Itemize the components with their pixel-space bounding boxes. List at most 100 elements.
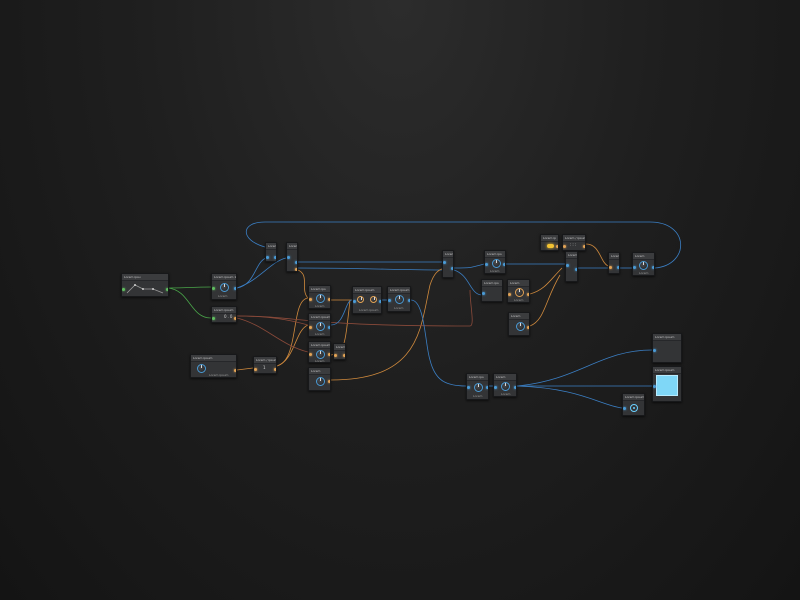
indicator-node[interactable]: Lorem ip [540,234,559,251]
output-port[interactable] [408,299,410,302]
input-port[interactable] [388,299,391,302]
node-title: Lorem [287,243,297,250]
output-port[interactable] [652,266,654,269]
filter-node-3[interactable]: Lorem ipsum Lorem [308,341,331,363]
sum-node[interactable]: Lorem [442,250,454,278]
lfo-node[interactable]: Lorem ipsum Lorem ipsum [190,354,237,378]
output-port[interactable] [328,326,330,329]
input-port[interactable] [309,326,312,329]
probe-node[interactable]: Lorem ipsum [622,393,645,416]
input-port[interactable] [254,368,257,371]
pan-knob[interactable] [516,322,525,331]
output-port[interactable] [343,354,345,357]
volume-knob[interactable] [639,261,648,270]
input-port[interactable] [212,317,215,320]
envelope-graph[interactable] [125,282,165,295]
merge-node[interactable]: Lorem [565,251,578,282]
output-port[interactable] [274,256,276,259]
filter-node-4[interactable]: Lorem [308,367,331,391]
output-port[interactable] [328,353,330,356]
input-port[interactable] [623,407,626,410]
gain-node-small[interactable]: Lorem [333,343,346,360]
limiter-node[interactable]: Lorem Lorem [493,373,517,397]
output-port[interactable] [617,266,619,269]
input-port[interactable] [309,353,312,356]
trigger-node[interactable]: Lorem / ipsum ::: [562,234,586,251]
input-port[interactable] [266,256,269,259]
output-port[interactable] [527,326,529,329]
output-port[interactable] [234,317,236,320]
filter-knob[interactable] [395,295,404,304]
output-port[interactable] [379,300,381,303]
output-port[interactable] [486,386,488,389]
output-port[interactable] [274,368,276,371]
filter-node-main[interactable]: Lorem ipsum Lorem [387,286,411,312]
mixer-node-a[interactable]: Lorem [265,242,277,262]
input-port[interactable] [563,245,566,248]
output-port[interactable] [583,245,585,248]
output-port[interactable] [556,245,558,248]
input-port[interactable] [566,264,569,267]
ceiling-knob[interactable] [501,382,510,391]
depth-knob[interactable] [515,288,524,297]
output-node[interactable]: Lorem Lorem [632,252,655,276]
input-port[interactable] [287,256,290,259]
output-port[interactable] [451,267,453,270]
oscillator-node-secondary[interactable]: Lorem ipsum 0.0 [211,306,237,323]
drive-knob[interactable] [316,350,325,359]
amp-node[interactable]: Lorem [608,252,620,274]
input-port[interactable] [334,354,337,357]
input-port[interactable] [508,293,511,296]
input-port[interactable] [653,349,656,352]
wire-or-10 [585,243,609,267]
delay-node[interactable]: Lorem ips Lorem [484,250,506,274]
rate-knob[interactable] [197,364,206,373]
filter-node-2[interactable]: Lorem ipsum Lorem [308,313,331,337]
level-knob[interactable] [316,377,325,386]
input-port[interactable] [653,385,656,388]
input-port[interactable] [485,263,488,266]
cutoff-knob[interactable] [316,294,325,303]
filter-node-1[interactable]: Lorem ips Lorem [308,285,331,309]
input-port[interactable] [482,292,485,295]
output-port[interactable] [514,386,516,389]
output-port[interactable] [328,380,330,383]
chorus-node[interactable]: Lorem Lorem [507,279,530,303]
input-port[interactable] [494,386,497,389]
threshold-knob[interactable] [474,383,483,392]
output-port[interactable] [575,268,577,271]
right-knob[interactable] [370,296,377,303]
node-title: Lorem ipsum [191,355,236,362]
output-port[interactable] [328,298,330,301]
mixer-node-b[interactable]: Lorem [286,242,298,272]
compressor-node[interactable]: Lorem ips Lorem [466,373,489,400]
input-port[interactable] [212,287,215,290]
input-port[interactable] [309,298,312,301]
reverb-node[interactable]: Lorem ips [481,279,503,302]
output-port[interactable] [234,369,236,372]
output-port[interactable] [503,263,505,266]
input-port[interactable] [467,386,470,389]
input-port[interactable] [633,266,636,269]
input-port[interactable] [122,288,125,291]
output-port[interactable] [234,287,236,290]
envelope-node[interactable]: Lorem ipsu [121,273,169,297]
splitter-node[interactable]: Lorem / ipsum 1 [253,356,277,374]
left-knob[interactable] [357,296,364,303]
scope-node[interactable]: Lorem ipsum [652,333,682,363]
frequency-knob[interactable] [220,283,229,292]
resonance-knob[interactable] [316,322,325,331]
time-knob[interactable] [492,259,501,268]
output-port[interactable] [166,288,168,291]
output-port-b[interactable] [295,268,297,271]
oscillator-node[interactable]: Lorem ipsum 1 Lorem [211,273,237,300]
output-port[interactable] [295,261,297,264]
output-port[interactable] [527,293,529,296]
input-port[interactable] [353,300,356,303]
input-port[interactable] [443,261,446,264]
pan-node[interactable]: Lorem [508,312,530,336]
color-preview-node[interactable]: Lorem ipsum [652,366,682,402]
dual-control-node[interactable]: Lorem ipsum Lorem ipsum [352,286,382,314]
input-port[interactable] [609,266,612,269]
color-swatch[interactable] [656,375,678,396]
